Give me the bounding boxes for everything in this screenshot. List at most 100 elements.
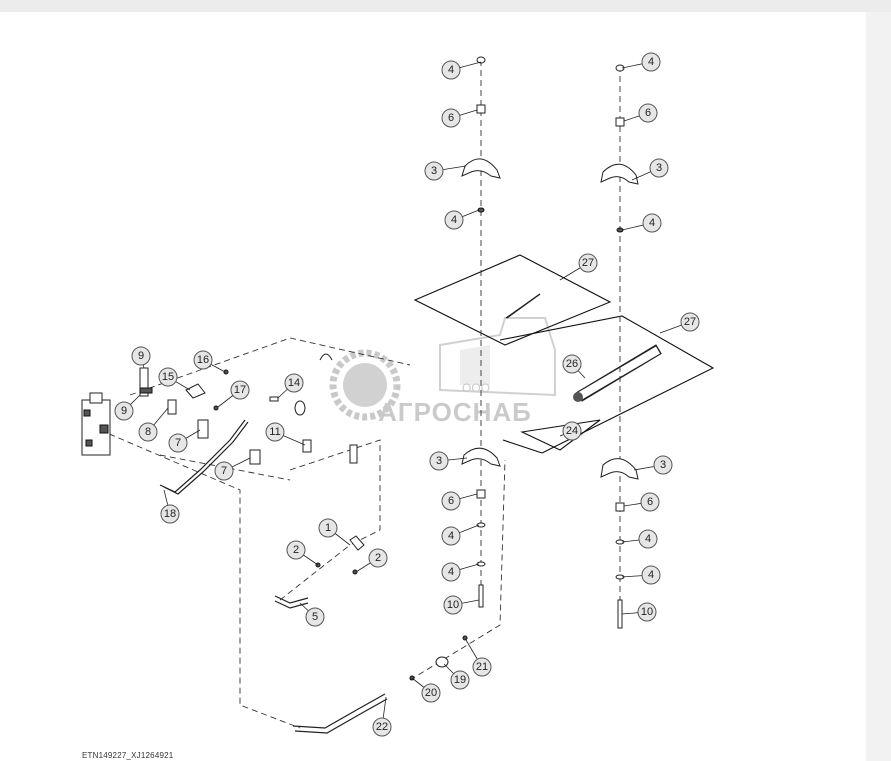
callout-label: 7 [221, 465, 227, 477]
callout-label: 10 [447, 599, 459, 611]
valve-body [81, 392, 111, 456]
callout-circle [368, 548, 388, 568]
callout-circle [441, 562, 461, 582]
callout-label: 3 [660, 459, 666, 471]
callout-20: 20 [411, 677, 441, 703]
figure-reference: ETN149227_XJ1264921 [82, 751, 174, 760]
watermark-brand: АГРОСНАБ [378, 397, 532, 427]
stack-right [600, 64, 639, 629]
callout-circle [193, 350, 213, 370]
callout-3: 3 [424, 161, 467, 181]
callout-label: 22 [376, 721, 388, 733]
callout-label: 24 [566, 425, 578, 437]
callout-label: 2 [375, 552, 381, 564]
callout-14: 14 [277, 373, 304, 399]
callout-6: 6 [441, 108, 478, 128]
callout-label: 9 [138, 350, 144, 362]
callout-label: 4 [448, 530, 454, 542]
callout-circle [637, 602, 657, 622]
callout-circle [429, 451, 449, 471]
callout-17: 17 [217, 380, 250, 408]
callout-circle [641, 52, 661, 72]
callout-10: 10 [443, 595, 480, 615]
callout-21: 21 [465, 639, 492, 677]
callout-label: 19 [454, 674, 466, 686]
callout-circle [680, 312, 700, 332]
callout-4: 4 [441, 524, 480, 546]
callout-4: 4 [621, 565, 661, 585]
callout-label: 4 [448, 566, 454, 578]
callout-circle [230, 380, 250, 400]
callout-circle [424, 161, 444, 181]
callout-circle [642, 213, 662, 233]
callout-15: 15 [158, 367, 191, 391]
callout-circle [441, 108, 461, 128]
callout-10: 10 [621, 602, 657, 622]
callout-circle [131, 346, 151, 366]
callout-label: 4 [649, 217, 655, 229]
callout-label: 4 [648, 569, 654, 581]
callout-8: 8 [138, 407, 169, 442]
callout-label: 3 [436, 455, 442, 467]
callout-label: 4 [648, 56, 654, 68]
callout-label: 9 [121, 405, 127, 417]
callout-label: 15 [162, 371, 174, 383]
callout-4: 4 [621, 52, 661, 72]
callout-label: 2 [293, 544, 299, 556]
callout-label: 27 [582, 257, 594, 269]
callout-11: 11 [265, 422, 306, 446]
callout-label: 6 [448, 112, 454, 124]
callout-18: 18 [160, 489, 180, 524]
callout-label: 3 [656, 162, 662, 174]
callout-4: 4 [441, 60, 482, 80]
callout-circle [168, 433, 188, 453]
callout-circle [214, 461, 234, 481]
callout-circle [450, 670, 470, 690]
callout-circle [444, 210, 464, 230]
callout-label: 3 [431, 165, 437, 177]
callout-circle [286, 540, 306, 560]
callout-4: 4 [621, 529, 658, 549]
callout-label: 4 [451, 214, 457, 226]
callout-circle [441, 526, 461, 546]
roller-right [573, 344, 662, 402]
callout-label: 4 [645, 533, 651, 545]
callout-7: 7 [214, 457, 251, 481]
callout-label: 27 [684, 316, 696, 328]
tube-22 [292, 693, 388, 734]
callout-circle [640, 492, 660, 512]
callout-4: 4 [444, 209, 480, 230]
callout-label: 8 [145, 426, 151, 438]
callout-label: 21 [476, 661, 488, 673]
callout-circle [562, 354, 582, 374]
callout-3: 3 [429, 451, 468, 471]
callout-circle [265, 422, 285, 442]
roller-left [505, 293, 541, 319]
callout-label: 6 [448, 495, 454, 507]
callout-label: 18 [164, 508, 176, 520]
callout-circle [562, 421, 582, 441]
callout-circle [578, 253, 598, 273]
callout-circle [284, 373, 304, 393]
callout-label: 6 [645, 107, 651, 119]
callout-4: 4 [441, 562, 480, 582]
watermark-prefix: ООО [462, 381, 490, 395]
callout-circle [441, 60, 461, 80]
callout-circle [421, 683, 441, 703]
callout-1: 1 [318, 518, 351, 546]
callout-circle [114, 401, 134, 421]
callout-circle [641, 565, 661, 585]
callout-circle [443, 595, 463, 615]
callout-label: 5 [312, 611, 318, 623]
callout-label: 4 [448, 64, 454, 76]
callout-circle [305, 607, 325, 627]
callout-circle [158, 367, 178, 387]
callout-22: 22 [372, 696, 392, 737]
callout-6: 6 [623, 103, 658, 123]
callout-9: 9 [114, 394, 141, 421]
callout-circle [160, 504, 180, 524]
callout-label: 10 [641, 606, 653, 618]
callout-label: 26 [566, 358, 578, 370]
callout-26: 26 [562, 354, 586, 379]
